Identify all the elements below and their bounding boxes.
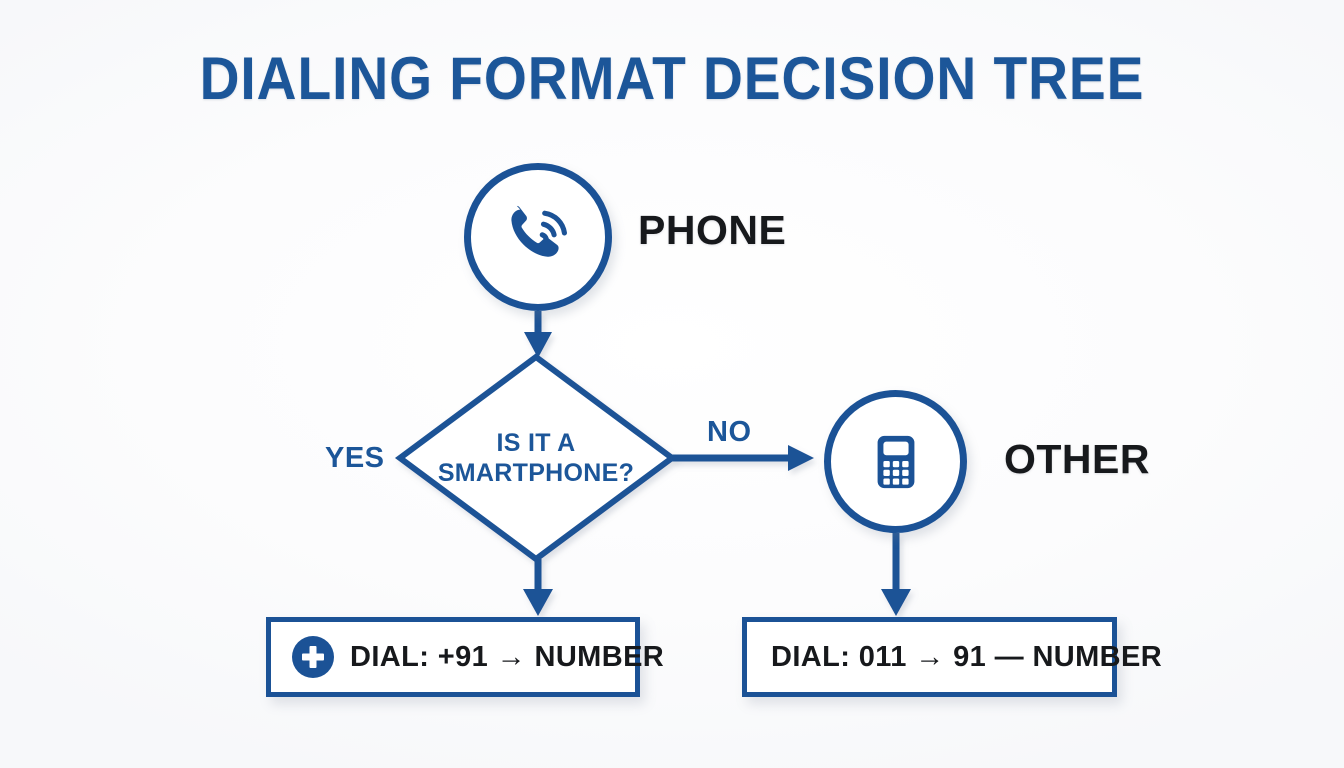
arrow-decision-to-left-result (523, 559, 553, 616)
phone-call-icon (511, 205, 568, 257)
arrow-decision-to-other (672, 445, 814, 471)
node-phone-circle[interactable] (464, 163, 612, 311)
arrow-phone-to-decision (524, 311, 552, 358)
branch-label-no: NO (707, 416, 752, 448)
branch-label-yes: YES (325, 442, 385, 474)
decision-line-1: IS IT A (496, 428, 576, 457)
plus-circle-icon (292, 636, 334, 678)
calculator-keypad-icon (877, 435, 914, 488)
decision-node-text: IS IT A SMARTPHONE? (398, 355, 674, 561)
result-text-other: DIAL: 011 → 91 — NUMBER (771, 640, 1163, 673)
arrow-other-to-right-result (881, 533, 911, 616)
node-other-circle[interactable] (824, 390, 967, 533)
decision-line-2: SMARTPHONE? (437, 459, 635, 487)
node-phone-label: PHONE (638, 207, 787, 253)
result-box-smartphone[interactable]: DIAL: +91 → NUMBER (266, 617, 664, 697)
decision-node[interactable]: IS IT A SMARTPHONE? (398, 355, 674, 561)
page-title: DIALING FORMAT DECISION TREE (199, 45, 1145, 112)
result-text-smartphone: DIAL: +91 → NUMBER (350, 640, 665, 673)
result-box-other[interactable]: DIAL: 011 → 91 — NUMBER (742, 617, 1162, 697)
node-other-label: OTHER (1004, 436, 1150, 482)
